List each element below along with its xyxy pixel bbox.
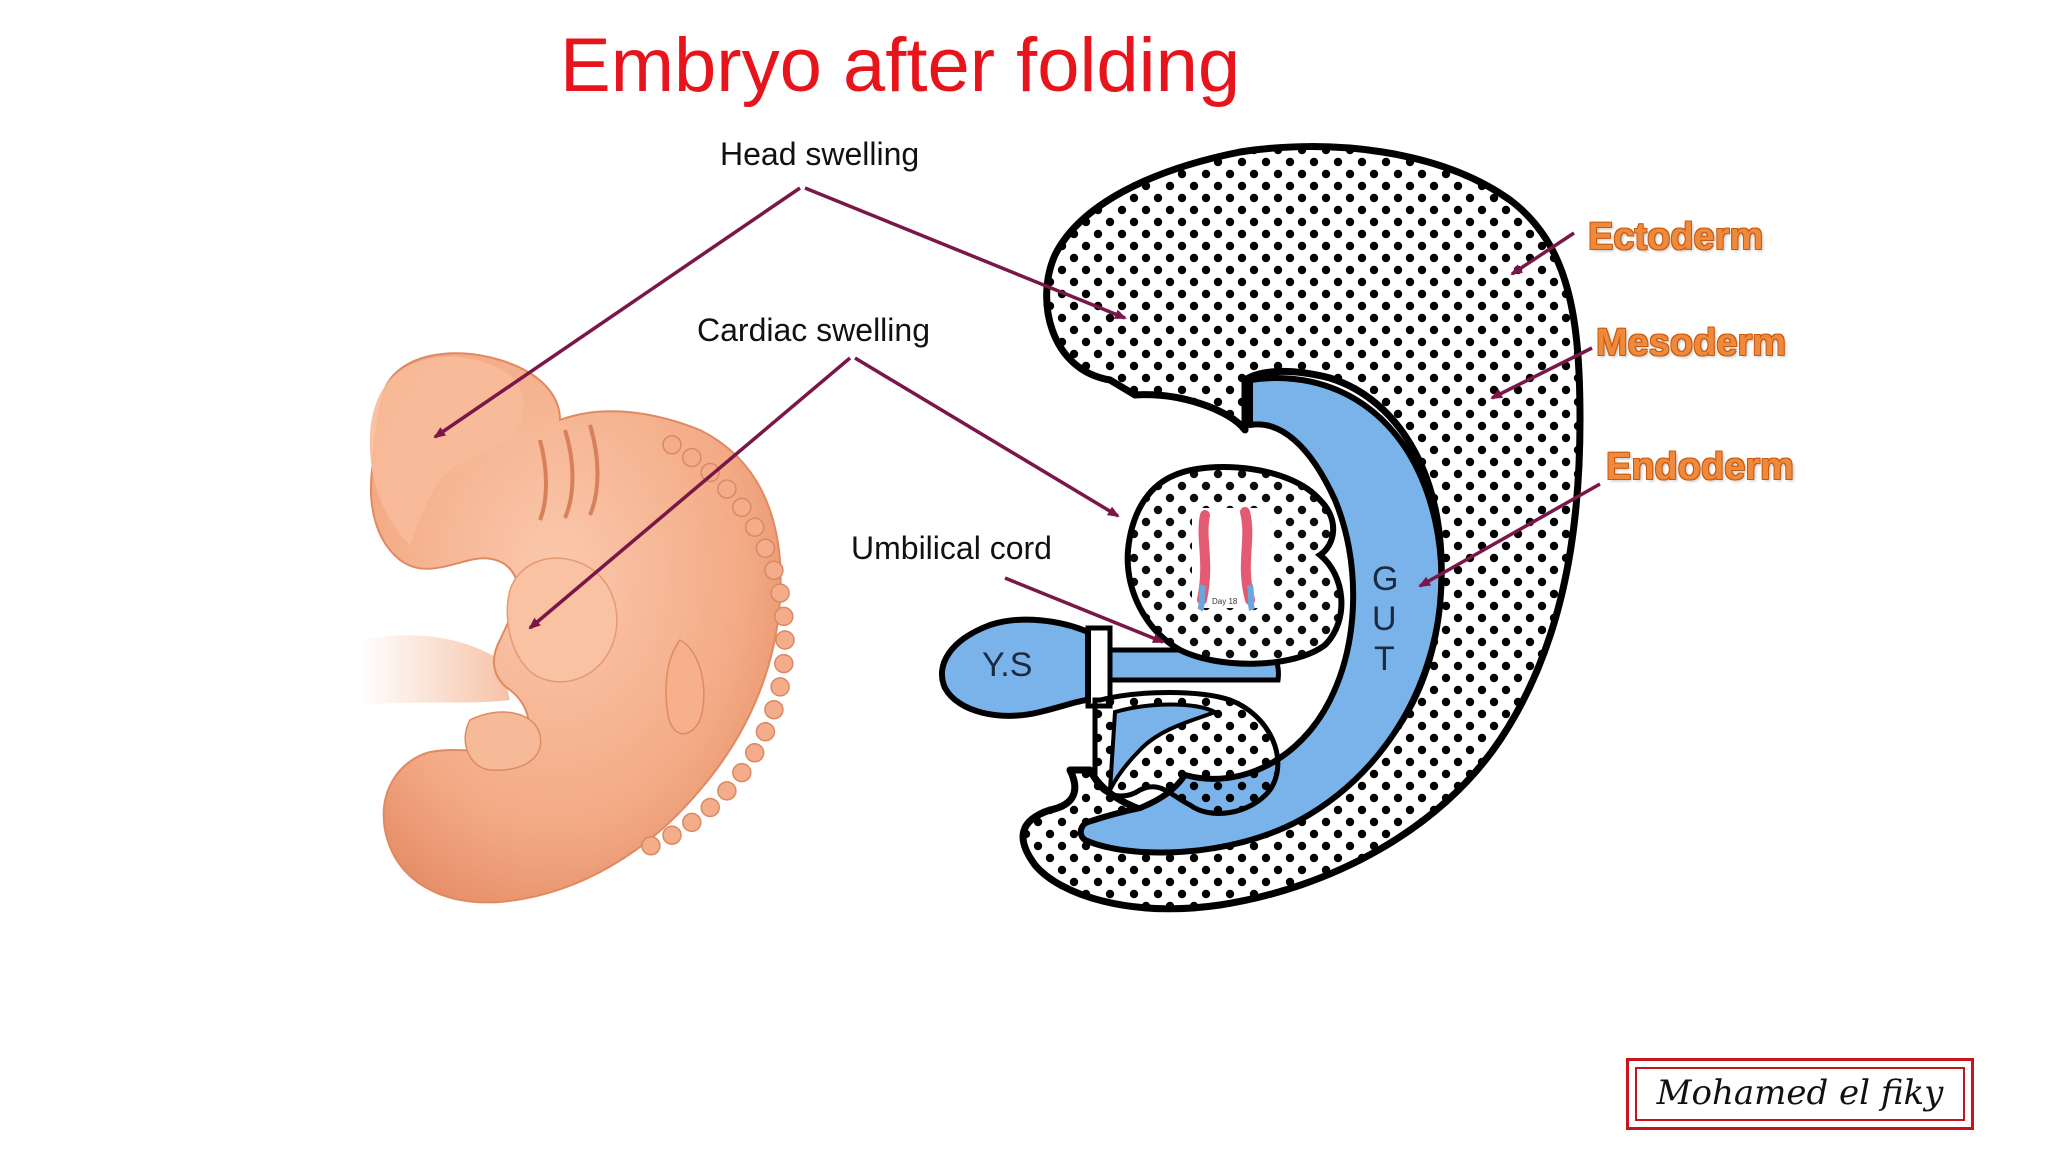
embryo-tail bbox=[464, 711, 542, 771]
embryo-arch-3 bbox=[588, 424, 600, 516]
label-heart-day: Day 18 bbox=[1212, 597, 1238, 606]
somite bbox=[774, 653, 794, 674]
somite bbox=[717, 479, 737, 499]
somite bbox=[770, 583, 790, 603]
arrow-endoderm bbox=[1418, 482, 1601, 588]
arrow-cardiac-left bbox=[528, 356, 852, 630]
somite bbox=[641, 836, 661, 856]
embryo-arch-1 bbox=[538, 439, 548, 521]
embryo-somites bbox=[641, 435, 795, 856]
label-gut-u: U bbox=[1372, 600, 1397, 638]
label-mesoderm: Mesoderm bbox=[1596, 322, 1787, 364]
arrow-mesoderm bbox=[1490, 346, 1593, 400]
label-umbilical-cord: Umbilical cord bbox=[851, 530, 1052, 566]
embryo-arch-2 bbox=[563, 429, 575, 519]
somite bbox=[744, 517, 765, 537]
somite bbox=[770, 677, 790, 697]
embryo-cardiac-bulge bbox=[506, 557, 618, 683]
somite bbox=[700, 462, 720, 483]
signature-inner-border bbox=[1635, 1067, 1965, 1121]
embryo-limb-bud bbox=[665, 639, 705, 735]
label-yolk-sac: Y.S bbox=[982, 646, 1033, 684]
gut-region bbox=[1077, 375, 1445, 856]
somite bbox=[662, 435, 682, 455]
somite bbox=[774, 606, 794, 627]
somite bbox=[700, 797, 720, 818]
arrow-head-swelling-left bbox=[433, 186, 801, 439]
somite bbox=[682, 812, 702, 833]
somite bbox=[732, 497, 752, 518]
label-gut-t: T bbox=[1374, 640, 1395, 678]
label-cardiac-swelling: Cardiac swelling bbox=[697, 312, 930, 348]
arrow-umbilical bbox=[1004, 576, 1165, 644]
somite bbox=[717, 781, 737, 801]
arrow-ectoderm bbox=[1510, 231, 1575, 276]
label-ectoderm: Ectoderm bbox=[1588, 216, 1764, 258]
somite bbox=[755, 721, 776, 742]
schematic-embryo bbox=[939, 143, 1584, 913]
annotation-arrows bbox=[433, 186, 1601, 644]
embryo-illustration bbox=[360, 352, 795, 904]
label-endoderm: Endoderm bbox=[1606, 446, 1794, 488]
label-head-swelling: Head swelling bbox=[720, 136, 920, 172]
arrow-head-swelling-right bbox=[804, 186, 1127, 320]
somite bbox=[682, 447, 702, 468]
slide-title: Embryo after folding bbox=[560, 23, 1241, 108]
umbilical-ring bbox=[1085, 625, 1113, 709]
somite bbox=[744, 743, 765, 763]
yolk-sac bbox=[939, 616, 1091, 719]
hindgut-pocket bbox=[1108, 702, 1220, 791]
somite bbox=[764, 560, 784, 581]
somite bbox=[775, 630, 795, 650]
somite bbox=[662, 825, 682, 845]
somite bbox=[764, 699, 784, 720]
mesoderm-region bbox=[1019, 143, 1584, 913]
label-gut-g: G bbox=[1372, 560, 1399, 598]
somite bbox=[732, 762, 752, 783]
signature-text: Mohamed el fiky bbox=[1656, 1073, 1944, 1113]
signature-box: Mohamed el fiky bbox=[1626, 1058, 1974, 1130]
heart-tubes bbox=[1192, 507, 1270, 612]
arrow-cardiac-right bbox=[854, 356, 1120, 518]
somite bbox=[755, 538, 776, 559]
embryo-stalk bbox=[360, 635, 510, 705]
